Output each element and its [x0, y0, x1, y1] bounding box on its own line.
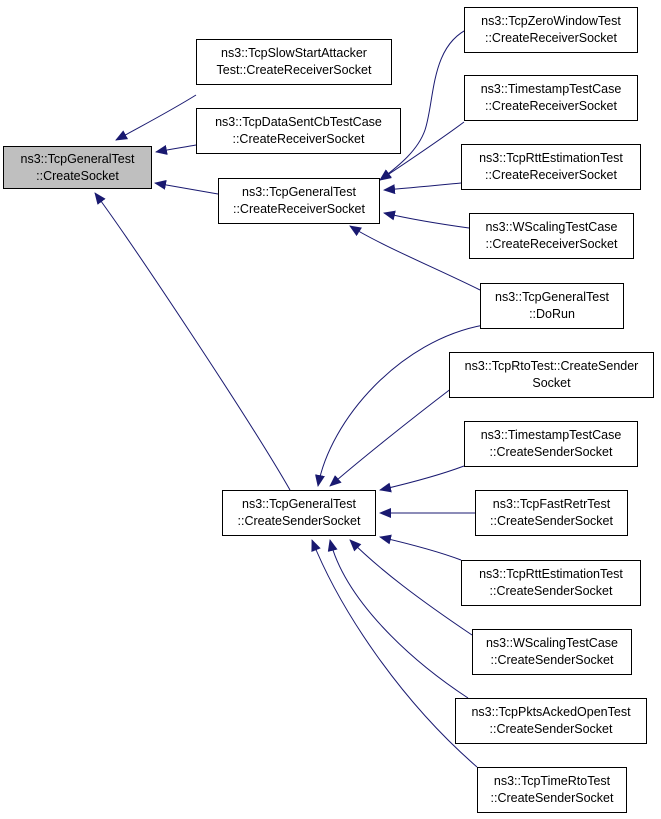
edge-time_rto_sender-to-general_sender: [311, 539, 478, 768]
node-label-line1: ns3::TcpGeneralTest: [20, 151, 135, 166]
node-root-create-socket: ns3::TcpGeneralTest ::CreateSocket: [3, 146, 152, 189]
node-slow-start-attacker[interactable]: ns3::TcpSlowStartAttacker Test::CreateRe…: [196, 39, 392, 85]
node-label-line2: ::CreateSenderSocket: [489, 584, 613, 598]
node-label-line2: ::CreateSocket: [36, 168, 119, 183]
node-label-line1: ns3::TcpGeneralTest: [242, 497, 356, 511]
node-wscaling-sender[interactable]: ns3::WScalingTestCase ::CreateSenderSock…: [472, 629, 632, 675]
node-label-line1: ns3::TimestampTestCase: [480, 428, 622, 442]
node-label-line2: ::CreateReceiverSocket: [232, 202, 365, 216]
node-label-line2: ::CreateReceiverSocket: [232, 132, 365, 146]
node-time-rto-sender[interactable]: ns3::TcpTimeRtoTest ::CreateSenderSocket: [477, 767, 627, 813]
node-timestamp-receiver[interactable]: ns3::TimestampTestCase ::CreateReceiverS…: [464, 75, 638, 121]
node-label-line1: ns3::TcpDataSentCbTestCase: [215, 115, 382, 129]
node-zero-window-receiver[interactable]: ns3::TcpZeroWindowTest ::CreateReceiverS…: [464, 7, 638, 53]
edge-rtt_receiver-to-general_receiver: [383, 182, 462, 195]
edge-pkts_acked_sender-to-general_sender: [327, 539, 469, 699]
node-label-line1: ns3::TcpTimeRtoTest: [493, 774, 611, 788]
node-label-line1: ns3::TcpZeroWindowTest: [481, 14, 621, 28]
node-rtt-estimation-receiver[interactable]: ns3::TcpRttEstimationTest ::CreateReceiv…: [461, 144, 641, 190]
node-label-line2: ::CreateSenderSocket: [489, 722, 613, 736]
node-label-line1: ns3::WScalingTestCase: [485, 220, 618, 234]
node-general-create-sender[interactable]: ns3::TcpGeneralTest ::CreateSenderSocket: [222, 490, 376, 536]
node-label-line2: Test::CreateReceiverSocket: [216, 63, 372, 77]
node-label-line2: ::CreateSenderSocket: [490, 653, 614, 667]
edge-general_receiver-to-root: [154, 179, 219, 195]
edge-rtt_sender-to-general_sender: [379, 534, 462, 561]
edge-do_run-to-general_sender: [315, 324, 485, 487]
edge-general_sender-to-root: [94, 192, 291, 491]
node-fast-retr-sender[interactable]: ns3::TcpFastRetrTest ::CreateSenderSocke…: [475, 490, 628, 536]
node-timestamp-sender[interactable]: ns3::TimestampTestCase ::CreateSenderSoc…: [464, 421, 638, 467]
edge-timestamp_receiver-to-general_receiver: [379, 121, 465, 181]
node-general-create-receiver[interactable]: ns3::TcpGeneralTest ::CreateReceiverSock…: [218, 178, 380, 224]
node-label-line1: ns3::TcpRtoTest::CreateSender: [464, 359, 639, 373]
node-label-line1: ns3::TcpPktsAckedOpenTest: [471, 705, 631, 719]
node-data-sent-cb[interactable]: ns3::TcpDataSentCbTestCase ::CreateRecei…: [196, 108, 401, 154]
node-label-line1: ns3::WScalingTestCase: [485, 636, 618, 650]
edge-slow_start-to-root: [115, 94, 197, 141]
node-label-line2: ::CreateReceiverSocket: [484, 31, 617, 45]
node-label-line2: ::DoRun: [529, 307, 575, 321]
node-label-line2: ::CreateSenderSocket: [489, 445, 613, 459]
edge-do_run-to-general_receiver: [349, 225, 481, 291]
node-label-line1: ns3::TimestampTestCase: [480, 82, 622, 96]
edge-rto_sender-to-general_sender: [329, 387, 453, 487]
node-pkts-acked-open-sender[interactable]: ns3::TcpPktsAckedOpenTest ::CreateSender…: [455, 698, 647, 744]
node-wscaling-receiver[interactable]: ns3::WScalingTestCase ::CreateReceiverSo…: [469, 213, 634, 259]
node-label-line2: ::CreateReceiverSocket: [484, 168, 617, 182]
edge-timestamp_sender-to-general_sender: [379, 465, 465, 493]
node-label-line2: ::CreateSenderSocket: [490, 791, 614, 805]
edge-zero_window-to-general_receiver: [379, 27, 471, 181]
node-general-do-run[interactable]: ns3::TcpGeneralTest ::DoRun: [480, 283, 624, 329]
edge-wscaling_sender-to-general_sender: [349, 539, 473, 636]
node-label-line1: ns3::TcpGeneralTest: [242, 185, 356, 199]
node-rtt-estimation-sender[interactable]: ns3::TcpRttEstimationTest ::CreateSender…: [461, 560, 641, 606]
node-label-line2: ::CreateReceiverSocket: [484, 99, 617, 113]
edge-wscaling_receiver-to-general_receiver: [383, 210, 470, 229]
node-rto-sender[interactable]: ns3::TcpRtoTest::CreateSender Socket: [449, 352, 654, 398]
node-label-line2: ::CreateReceiverSocket: [485, 237, 618, 251]
edge-data_sent-to-root: [155, 144, 197, 155]
node-label-line1: ns3::TcpFastRetrTest: [492, 497, 611, 511]
node-label-line1: ns3::TcpRttEstimationTest: [479, 567, 623, 581]
node-label-line2: ::CreateSenderSocket: [237, 514, 361, 528]
node-label-line2: ::CreateSenderSocket: [490, 514, 613, 528]
node-label-line1: ns3::TcpSlowStartAttacker: [221, 46, 367, 60]
node-label-line1: ns3::TcpRttEstimationTest: [479, 151, 623, 165]
node-label-line2: Socket: [532, 376, 571, 390]
node-label-line1: ns3::TcpGeneralTest: [495, 290, 609, 304]
